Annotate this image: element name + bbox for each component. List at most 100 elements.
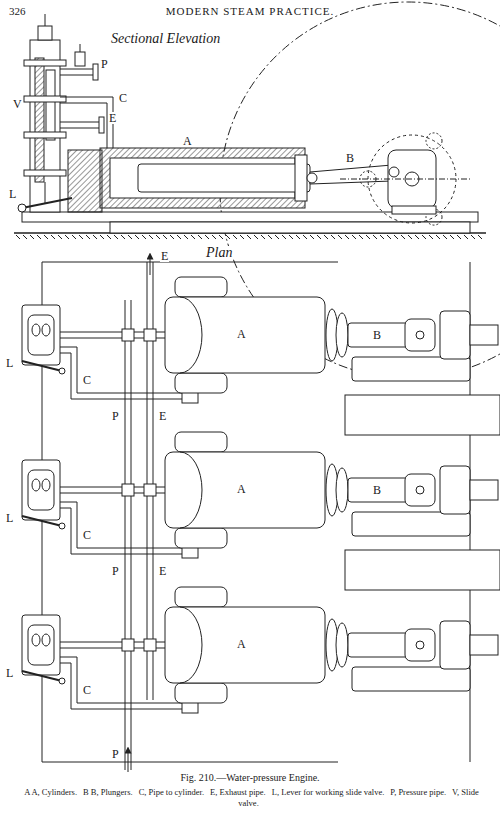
- ground-hatch: [359, 235, 363, 239]
- bearing-pedestal: [392, 206, 436, 214]
- ground-hatch: [72, 235, 76, 239]
- ground-hatch: [478, 235, 482, 239]
- ground-hatch: [401, 235, 405, 239]
- slide-valve-chest: [22, 460, 60, 520]
- valve-port: [32, 634, 40, 646]
- crank-bearing: [352, 357, 470, 381]
- callout-letter: C: [118, 92, 128, 104]
- crosshead-pin: [416, 486, 424, 494]
- ground-hatch: [317, 235, 321, 239]
- valve-port: [32, 479, 40, 491]
- crosshead-pin: [416, 641, 424, 649]
- cylinder-boss: [175, 587, 227, 607]
- callout-letter: E: [158, 410, 167, 422]
- cylinder-pipe: [60, 502, 182, 554]
- ground-hatch: [65, 235, 69, 239]
- valve-cover: [28, 315, 54, 355]
- ground-hatch: [436, 235, 440, 239]
- callout-letter: B: [372, 484, 382, 496]
- cylinder: [165, 297, 325, 373]
- ground-hatch: [107, 235, 111, 239]
- crank-shaft: [470, 480, 498, 500]
- cylinder-pipe: [60, 97, 113, 148]
- ground-hatch: [296, 235, 300, 239]
- connecting-rod: [310, 165, 392, 184]
- centre-line: [340, 179, 470, 180]
- plunger: [348, 323, 410, 347]
- valve-port: [42, 324, 50, 336]
- ground-hatch: [240, 235, 244, 239]
- figure-key: A A, Cylinders.B B, Plungers.C, Pipe to …: [16, 787, 484, 810]
- ground-hatch: [128, 235, 132, 239]
- pipe-junction: [144, 484, 156, 496]
- ground-hatch: [114, 235, 118, 239]
- callout-letter: P: [111, 410, 120, 422]
- valve-lever: [22, 671, 62, 681]
- ground-hatch: [121, 235, 125, 239]
- ground-hatch: [422, 235, 426, 239]
- ground-hatch: [373, 235, 377, 239]
- ground-hatch: [79, 235, 83, 239]
- running-title: MODERN STEAM PRACTICE.: [0, 6, 500, 17]
- ground-hatch: [254, 235, 258, 239]
- ground-hatch: [457, 235, 461, 239]
- view-title: Plan: [205, 246, 233, 260]
- cylinder-pipe: [60, 347, 182, 399]
- valve-flange: [24, 170, 66, 176]
- ground-hatch: [30, 235, 34, 239]
- ground-hatch: [387, 235, 391, 239]
- flow-arrow: [128, 750, 129, 772]
- callout-letter: L: [8, 188, 17, 200]
- lever-pivot: [59, 523, 65, 529]
- ground-hatch: [429, 235, 433, 239]
- crank-web: [440, 311, 470, 359]
- cylinder-pipe: [60, 657, 182, 709]
- ground-hatch: [191, 235, 195, 239]
- callout-letter: V: [12, 98, 23, 110]
- callout-letter: B: [345, 152, 355, 164]
- ground-hatch: [170, 235, 174, 239]
- valve-flange: [24, 60, 66, 66]
- key-entry: L, Lever for working slide valve.: [272, 787, 385, 797]
- cylinder-boss: [175, 277, 227, 297]
- pipe-flange: [99, 117, 104, 133]
- pipe-junction: [122, 329, 134, 341]
- gland-disc: [336, 623, 348, 667]
- ground-hatch: [282, 235, 286, 239]
- lever-pivot: [59, 678, 65, 684]
- crank-position: [426, 133, 442, 149]
- pipe-junction: [122, 484, 134, 496]
- gland: [295, 155, 307, 201]
- cylinder-dome: [180, 297, 202, 373]
- ground-hatch: [100, 235, 104, 239]
- crank-web: [440, 621, 470, 669]
- exhaust-pipe: [60, 122, 100, 123]
- callout-letter: E: [160, 250, 169, 262]
- crosshead-pin: [416, 331, 424, 339]
- ground-hatch: [51, 235, 55, 239]
- ground-hatch: [37, 235, 41, 239]
- ground-hatch: [275, 235, 279, 239]
- callout-letter: P: [111, 748, 120, 760]
- pressure-main: [125, 300, 126, 770]
- ground-hatch: [324, 235, 328, 239]
- ground-hatch: [86, 235, 90, 239]
- ground-hatch: [338, 235, 342, 239]
- ground-hatch: [408, 235, 412, 239]
- ground-hatch: [23, 235, 27, 239]
- plunger: [348, 478, 410, 502]
- ground-hatch: [156, 235, 160, 239]
- flow-arrow: [150, 256, 151, 275]
- sectional-elevation: [14, 2, 500, 378]
- plunger: [348, 633, 410, 657]
- valve-lever: [22, 198, 72, 208]
- callout-letter: L: [5, 512, 14, 524]
- valve-liner: [35, 58, 44, 182]
- pipe-flange: [93, 64, 98, 80]
- ground-hatch: [233, 235, 237, 239]
- ground-hatch: [184, 235, 188, 239]
- lever-pivot: [59, 368, 65, 374]
- ground-hatch: [310, 235, 314, 239]
- callout-letter: A: [182, 135, 193, 147]
